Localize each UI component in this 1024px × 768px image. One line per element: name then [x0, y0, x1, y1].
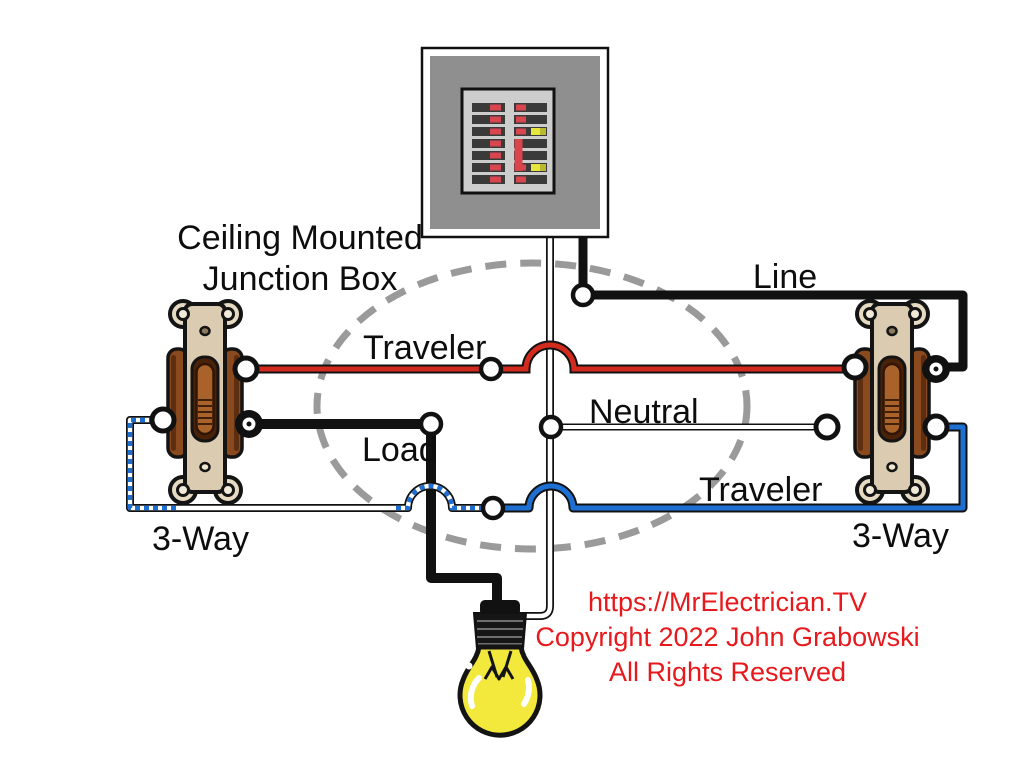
watermark-rights: All Rights Reserved: [608, 657, 847, 687]
junction-box-label-line2: Junction Box: [202, 260, 398, 298]
switch-terminal-traveler: [841, 353, 869, 381]
breaker: [514, 103, 547, 112]
breaker: [490, 116, 501, 123]
switch-right-label: 3-Way: [852, 517, 949, 555]
breaker: [490, 176, 501, 183]
switch-terminal-common: [922, 355, 950, 383]
breaker: [540, 164, 546, 171]
breaker: [472, 163, 505, 172]
breaker: [472, 175, 505, 184]
bulb-highlight: [465, 662, 473, 670]
breaker: [514, 175, 547, 184]
breaker: [514, 163, 547, 172]
traveler-right-label: Traveler: [699, 471, 823, 509]
neutral-wire: [518, 233, 826, 620]
breaker: [514, 127, 547, 136]
junction-box-label-line1: Ceiling Mounted: [177, 219, 423, 257]
blue-reident-mark: [396, 483, 485, 511]
neutral-end-connector: [813, 413, 841, 441]
breaker: [514, 139, 547, 148]
breaker: [516, 104, 526, 111]
breaker: [531, 128, 540, 135]
breaker: [514, 139, 523, 171]
neutral-wire-label: Neutral: [589, 393, 699, 431]
wire-splice-connector: [418, 411, 444, 437]
load-wire: [258, 419, 502, 606]
breaker: [472, 115, 505, 124]
breaker-panel: [420, 46, 610, 239]
wire-splice-connector: [480, 495, 506, 521]
breaker: [490, 128, 501, 135]
breaker: [472, 139, 505, 148]
blue-reident-mark: [127, 417, 180, 511]
breaker: [516, 128, 526, 135]
traveler-red-wire: [250, 340, 850, 374]
watermark-url: https://MrElectrician.TV: [587, 587, 868, 617]
bulb-threads: [477, 620, 523, 645]
breaker: [514, 115, 547, 124]
switch-terminal-traveler: [232, 355, 260, 383]
bulb-highlight: [467, 675, 532, 709]
traveler-blue-wire: [497, 422, 968, 513]
breaker: [514, 151, 547, 160]
switch-terminal-traveler: [922, 413, 950, 441]
junction-box-ellipse: [313, 259, 751, 553]
breaker: [490, 104, 501, 111]
switch-terminal-common: [235, 410, 263, 438]
light-bulb: [457, 600, 543, 738]
breaker: [490, 164, 501, 171]
breaker: [490, 152, 501, 159]
breaker: [490, 140, 501, 147]
breaker: [472, 103, 505, 112]
breaker-rows: [472, 103, 547, 184]
breaker: [516, 176, 526, 183]
traveler-white-reidentified-wire: [126, 416, 487, 512]
breaker: [472, 151, 505, 160]
breaker: [540, 128, 546, 135]
three-way-switch-right: [813, 299, 950, 505]
load-wire-label: Load: [362, 431, 438, 469]
copyright-watermark: https://MrElectrician.TV Copyright 2022 …: [535, 585, 920, 690]
switch-terminal-traveler: [149, 406, 177, 434]
line-wire-label: Line: [752, 258, 818, 296]
traveler-left-label: Traveler: [363, 329, 487, 367]
wire-splice-connectors: [418, 282, 596, 521]
watermark-copyright: Copyright 2022 John Grabowski: [535, 622, 920, 652]
breaker: [516, 116, 526, 123]
breaker: [472, 127, 505, 136]
three-way-switch-left: [149, 299, 263, 505]
breaker: [531, 164, 540, 171]
switch-left-label: 3-Way: [152, 520, 249, 558]
wire-splice-connector: [478, 356, 504, 382]
bulb-glass: [457, 644, 543, 738]
junction-box-label: Ceiling Mounted Junction Box: [150, 218, 450, 300]
bulb-filament: [483, 650, 515, 681]
wire-splice-connector: [538, 414, 564, 440]
wire-splice-connector: [570, 282, 596, 308]
